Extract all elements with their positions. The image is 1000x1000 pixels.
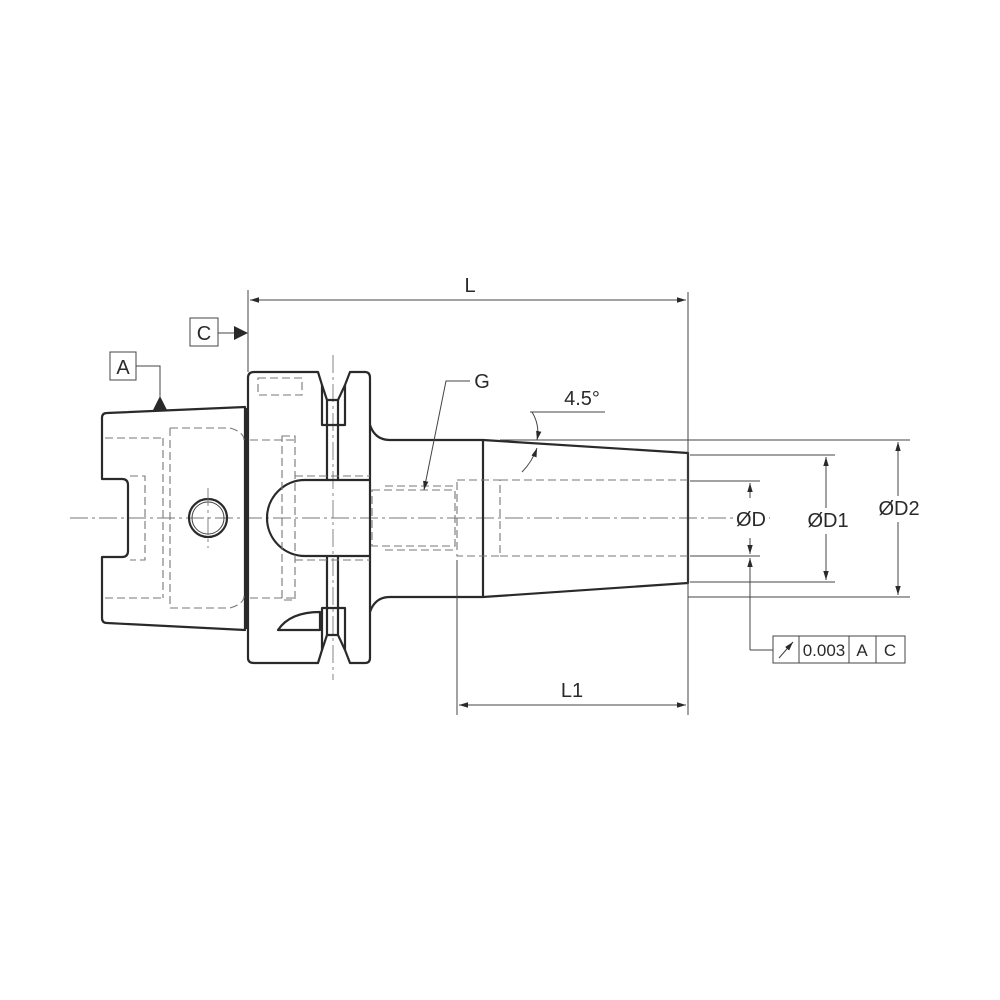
datum-a-label: A [116,357,130,379]
runout-tolerance-frame: 0.003 A C [750,635,906,664]
dimension-d-label: ØD [736,509,766,531]
tolerance-datum-a: A [856,641,868,660]
datum-c-box [189,317,219,347]
datum-a-triangle [153,396,167,410]
runout-arrow-icon [778,641,794,659]
nose [368,424,690,613]
hsk-shank [100,405,248,632]
dimension-l1-label: L1 [561,680,583,702]
taper-angle-label: 4.5° [564,388,600,410]
datum-c-label: C [197,323,211,345]
dimension-d1-label: ØD1 [807,510,848,532]
tolerance-datum-c: C [884,641,896,660]
dimension-d2-label: ØD2 [878,498,919,520]
dimension-l-label: L [464,275,475,297]
flange-body [246,370,372,665]
thread-g-leader [423,380,470,491]
tolerance-value: 0.003 [803,641,846,660]
datum-c-triangle [234,326,248,340]
thread-g-label: G [474,371,490,393]
